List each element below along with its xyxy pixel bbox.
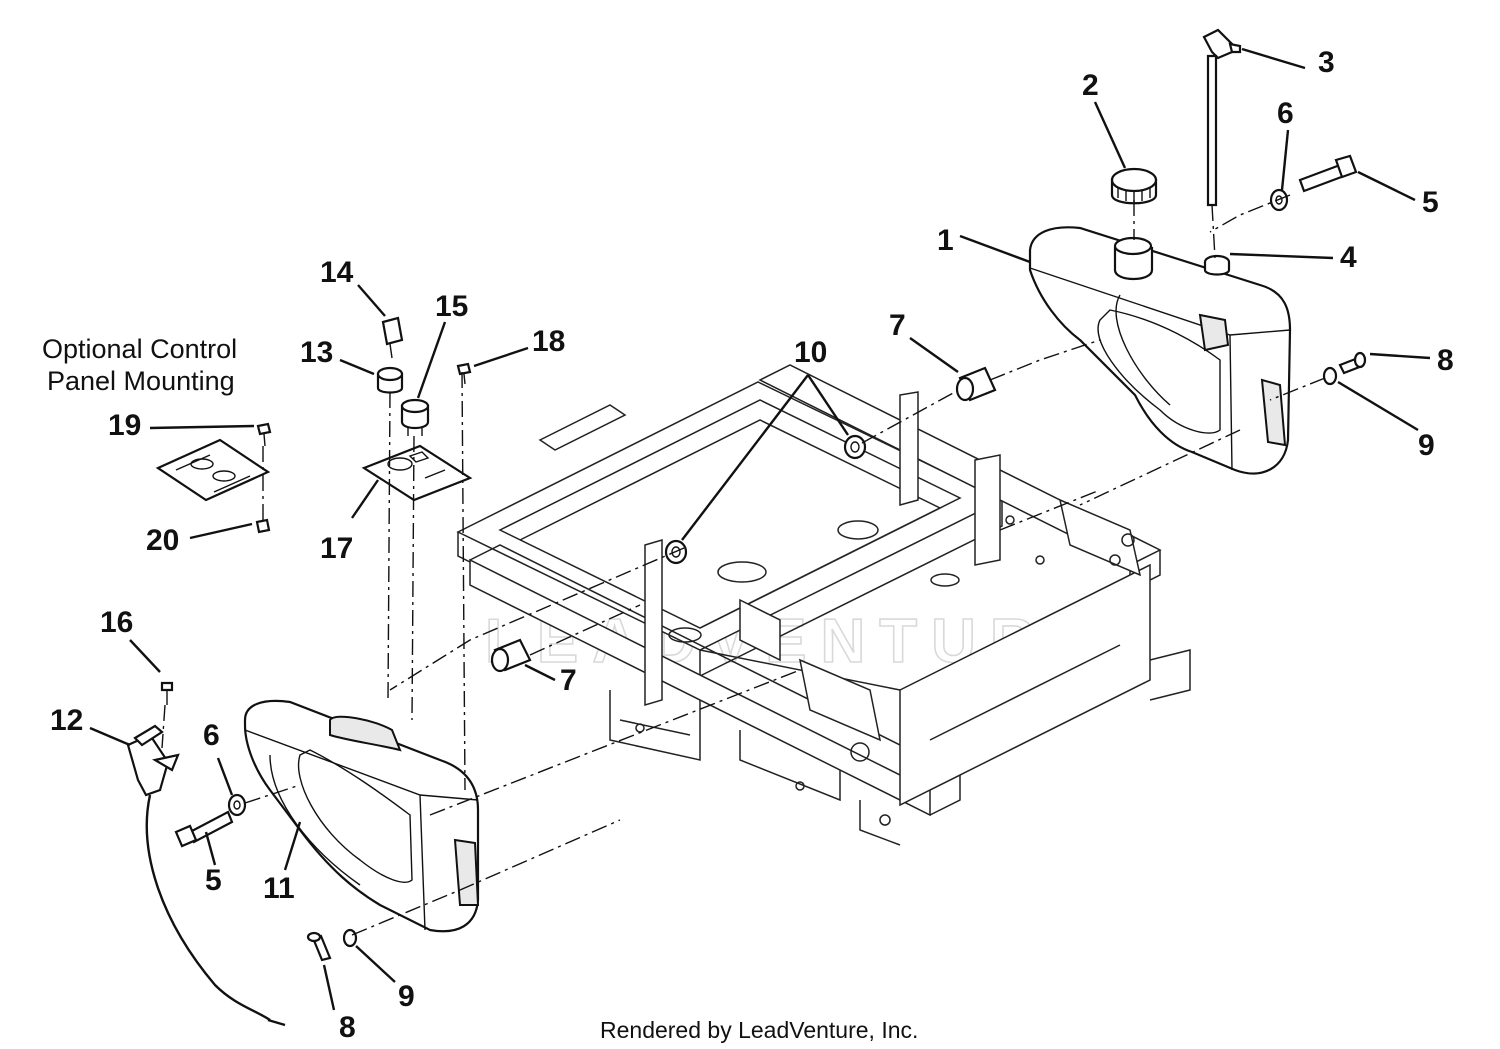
callout-10: 10 — [794, 336, 827, 369]
washer-9-left — [342, 928, 358, 948]
spacer-right — [955, 366, 997, 402]
screw-18 — [456, 362, 472, 385]
fuel-pickup-tube — [1202, 28, 1242, 207]
callout-8-left: 8 — [339, 1011, 356, 1044]
callouts: 1 2 3 4 5 5 6 6 7 7 8 8 9 9 10 11 12 13 … — [50, 46, 1454, 1044]
mower-frame — [456, 364, 1191, 846]
note-line-2: Panel Mounting — [47, 366, 235, 396]
credit-text: Rendered by LeadVenture, Inc. — [600, 1017, 918, 1043]
washer-9-right — [1322, 366, 1338, 386]
optional-mount-plate — [155, 438, 271, 502]
screw-16 — [160, 681, 174, 705]
right-fuel-tank — [1028, 226, 1292, 475]
callout-2: 2 — [1082, 69, 1099, 102]
small-bolt-left — [306, 931, 332, 962]
fuel-cap — [1110, 167, 1158, 205]
ignition-key — [381, 316, 404, 359]
grommet — [1203, 254, 1231, 276]
bolt-right — [1298, 154, 1358, 193]
left-fuel-tank — [243, 699, 480, 933]
callout-9-right: 9 — [1418, 429, 1435, 462]
callout-1: 1 — [937, 224, 954, 257]
callout-19: 19 — [108, 409, 141, 442]
callout-3: 3 — [1318, 46, 1335, 79]
callout-6-right: 6 — [1277, 97, 1294, 130]
callout-9-left: 9 — [398, 980, 415, 1013]
pto-switch — [400, 398, 430, 436]
callout-5-right: 5 — [1422, 186, 1439, 219]
spacer-left — [490, 638, 532, 673]
note-line-1: Optional Control — [42, 334, 237, 364]
callout-6-left: 6 — [203, 719, 220, 752]
callout-4: 4 — [1340, 241, 1357, 274]
bolt-left — [174, 810, 234, 848]
callout-16: 16 — [100, 606, 133, 639]
callout-17: 17 — [320, 532, 353, 565]
ignition-switch — [376, 366, 404, 394]
control-panel-plate — [361, 444, 473, 502]
callout-13: 13 — [300, 336, 333, 369]
callout-20: 20 — [146, 524, 179, 557]
callout-15: 15 — [435, 290, 468, 323]
optional-mounting-note: Optional Control Panel Mounting — [42, 334, 237, 396]
bushing-upper — [843, 434, 867, 460]
assembly-center-lines — [161, 194, 1326, 936]
callout-8-right: 8 — [1437, 344, 1454, 377]
callout-11: 11 — [263, 872, 295, 905]
callout-5-left: 5 — [205, 864, 222, 897]
callout-14: 14 — [320, 256, 354, 289]
nut-20 — [255, 518, 271, 534]
screw-19 — [256, 422, 272, 447]
callout-18: 18 — [532, 325, 565, 358]
throttle-control — [126, 724, 286, 1027]
callout-7-right: 7 — [889, 309, 906, 342]
small-bolt-right — [1338, 351, 1367, 375]
washer-left — [227, 793, 247, 817]
callout-12: 12 — [50, 704, 83, 737]
callout-7-left: 7 — [560, 664, 577, 697]
leader-lines — [89, 47, 1431, 1011]
